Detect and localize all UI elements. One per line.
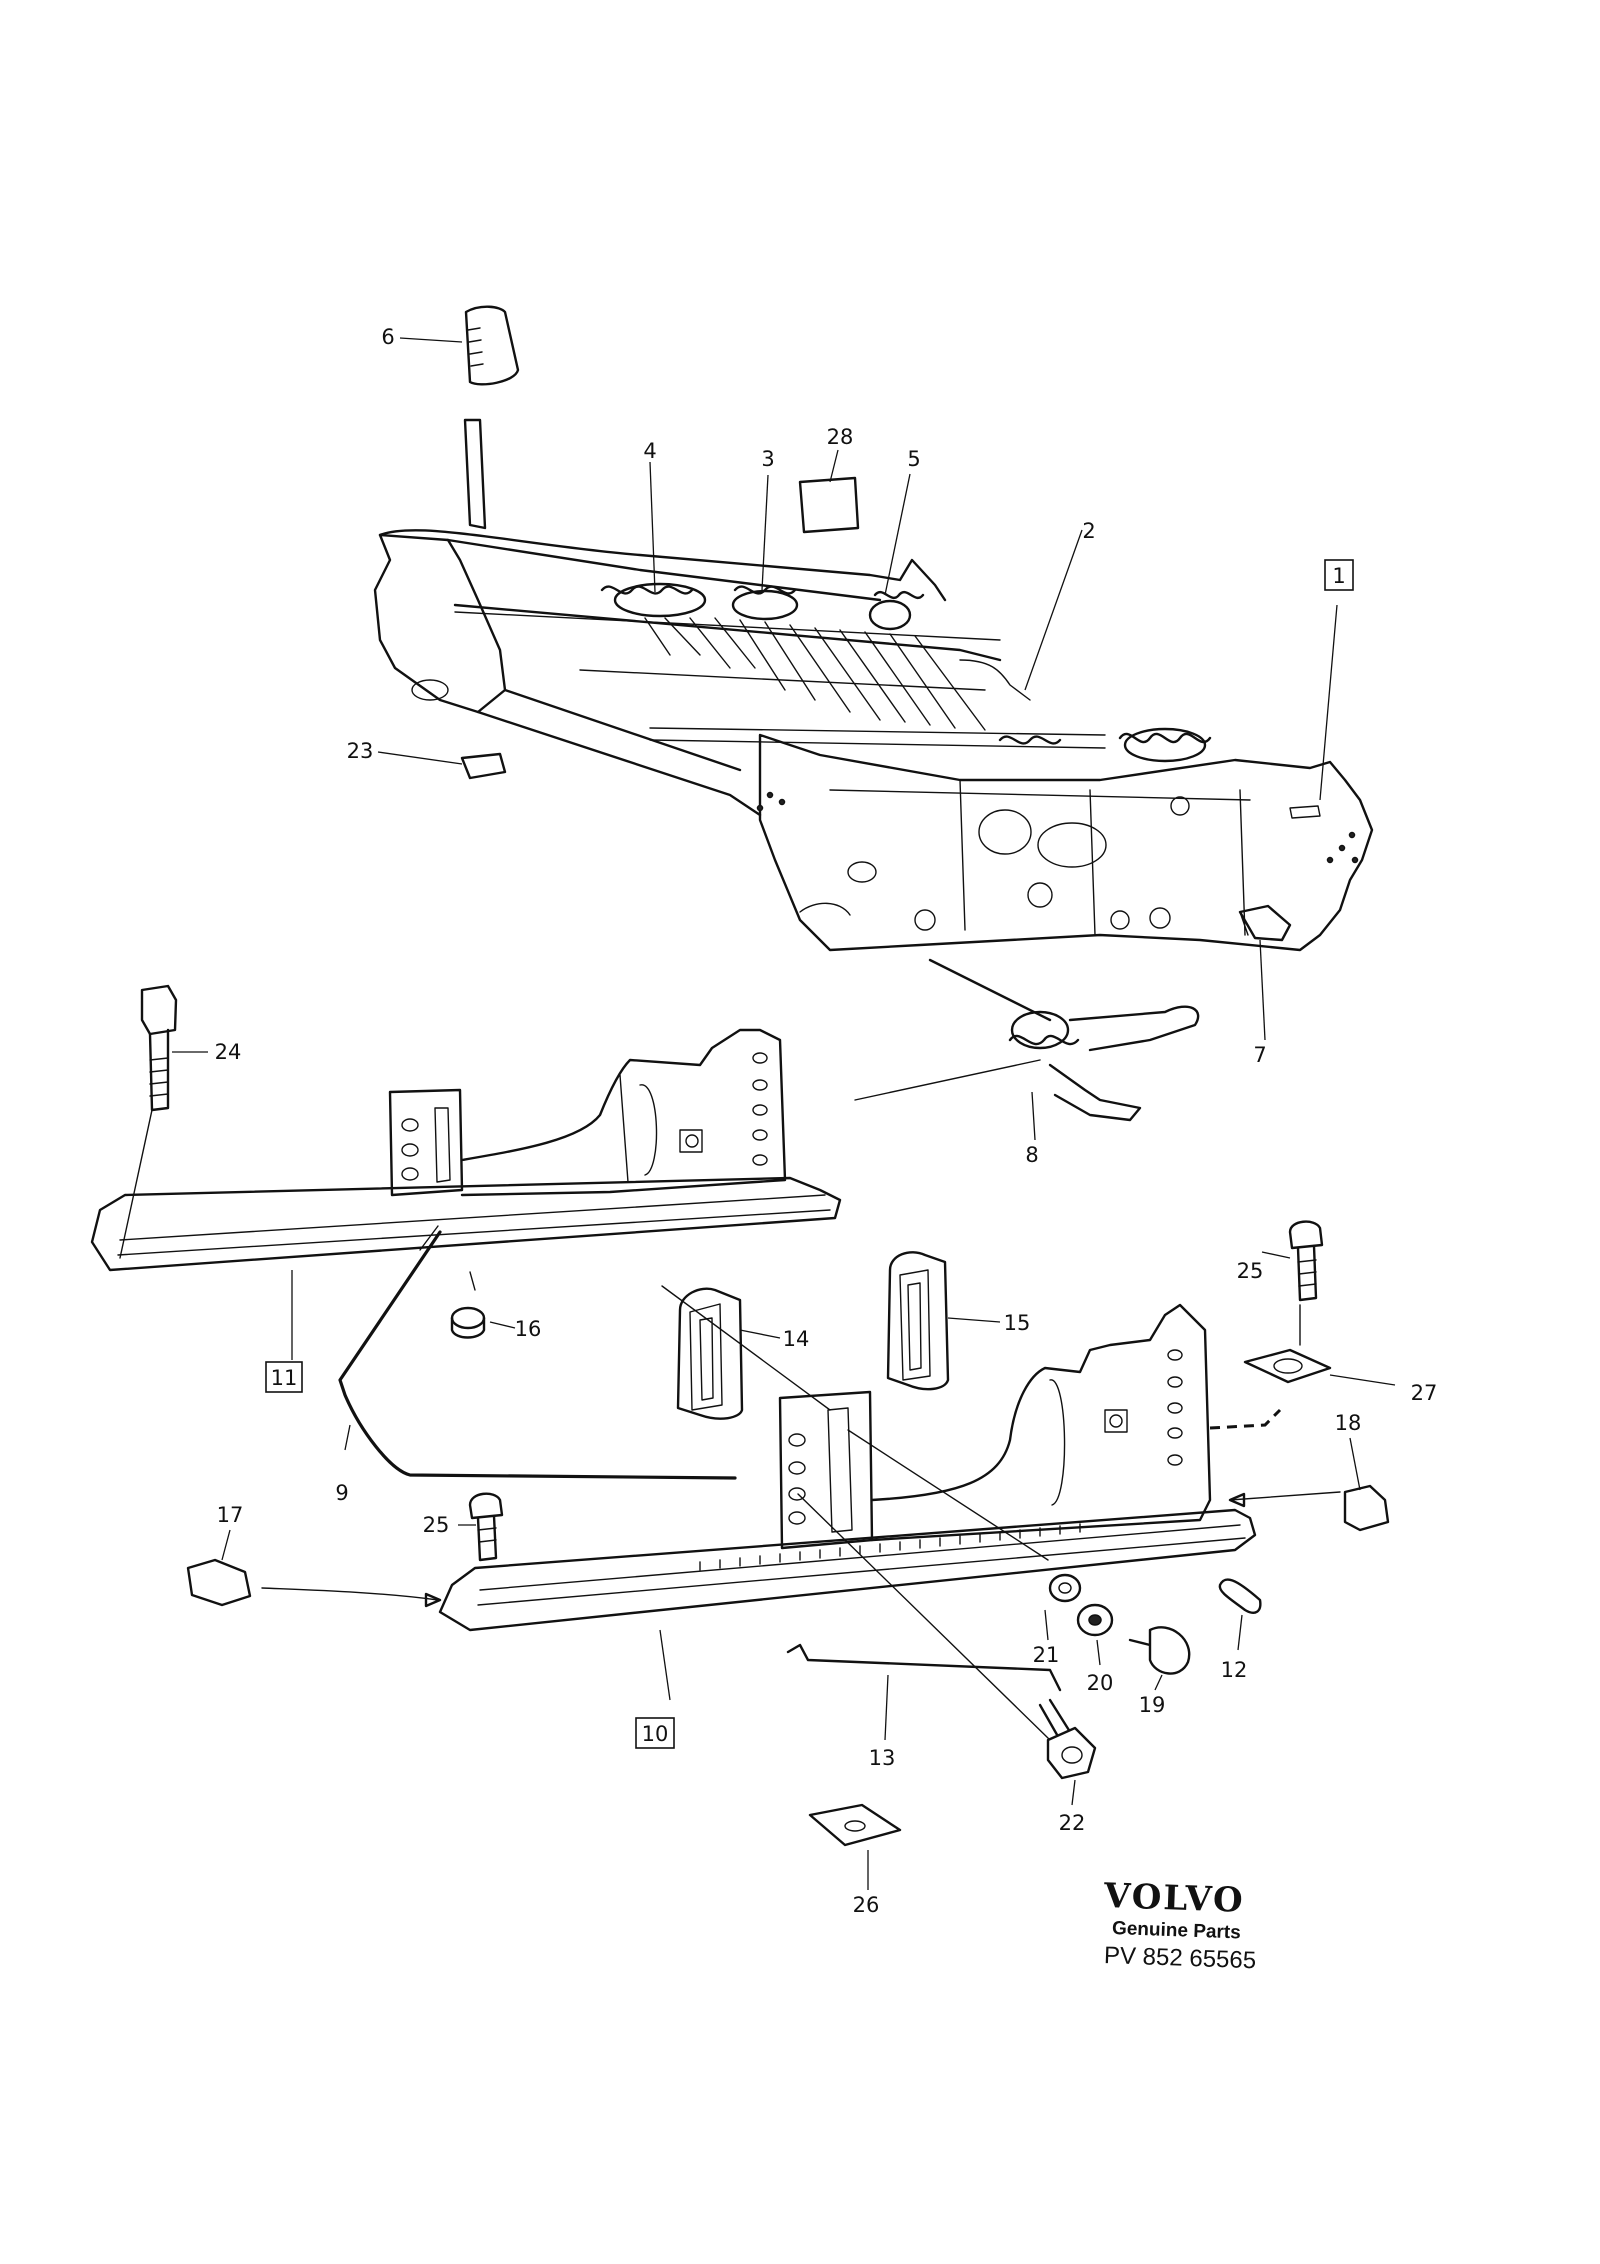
clip-18 [1343, 1484, 1390, 1532]
lower-rail-assembly [438, 1303, 1282, 1741]
callout-10: 10 [642, 1722, 669, 1746]
callout-28: 28 [827, 425, 854, 449]
callout-1: 1 [1332, 564, 1345, 588]
callout-21: 21 [1033, 1643, 1060, 1667]
washers-and-screw [1048, 1573, 1191, 1675]
callout-17: 17 [217, 1503, 244, 1527]
guide-clips [661, 1251, 950, 1420]
bolt-25-lower [468, 1492, 504, 1562]
callout-16: 16 [515, 1317, 542, 1341]
callout-12: 12 [1221, 1658, 1248, 1682]
volvo-logo: VOLVO [1103, 1876, 1246, 1921]
callout-box-1: 1 [1324, 559, 1354, 591]
torsion-spring-assembly [854, 958, 1200, 1122]
washer-plate [1243, 1348, 1332, 1384]
label-plate [798, 476, 860, 534]
square-plate [808, 1803, 902, 1847]
callout-13: 13 [869, 1746, 896, 1770]
small-spring [1218, 1578, 1262, 1614]
callout-20: 20 [1087, 1671, 1114, 1695]
callout-14: 14 [783, 1327, 810, 1351]
clip-17 [186, 1558, 252, 1607]
callout-26: 26 [853, 1893, 880, 1917]
callout-9: 9 [335, 1481, 348, 1505]
callout-24: 24 [215, 1040, 242, 1064]
handle-knob [464, 305, 520, 386]
bolt-22 [1038, 1698, 1097, 1780]
nut-part [450, 1271, 486, 1339]
callout-27: 27 [1411, 1381, 1438, 1405]
callout-22: 22 [1059, 1811, 1086, 1835]
callout-4: 4 [643, 439, 656, 463]
volvo-branding: VOLVO Genuine Parts PV 852 65565 [1103, 1876, 1364, 1974]
clip-part [460, 752, 507, 780]
leader-lines [172, 337, 1396, 1890]
callout-6: 6 [381, 325, 394, 349]
callout-8: 8 [1025, 1143, 1038, 1167]
wire-clip [786, 1643, 1062, 1692]
callout-7: 7 [1253, 1043, 1266, 1067]
callout-15: 15 [1004, 1311, 1031, 1335]
callout-19: 19 [1139, 1693, 1166, 1717]
callout-2: 2 [1082, 519, 1095, 543]
callout-25-lower: 25 [423, 1513, 450, 1537]
callout-11: 11 [271, 1366, 298, 1390]
bolt-25-upper [1288, 1220, 1324, 1346]
coil-springs [600, 582, 1212, 763]
callout-box-11: 11 [265, 1361, 303, 1393]
callout-23: 23 [347, 739, 374, 763]
callout-3: 3 [761, 447, 774, 471]
callout-5: 5 [907, 447, 920, 471]
connecting-rod [338, 1230, 737, 1480]
callout-25-upper: 25 [1237, 1259, 1264, 1283]
seat-frame [373, 418, 1374, 952]
upper-rail-assembly [90, 984, 842, 1272]
callout-labels: 1 2 3 4 5 6 7 8 9 10 11 12 13 14 15 16 1… [215, 325, 1438, 1917]
callout-18: 18 [1335, 1411, 1362, 1435]
callout-box-10: 10 [635, 1717, 675, 1749]
